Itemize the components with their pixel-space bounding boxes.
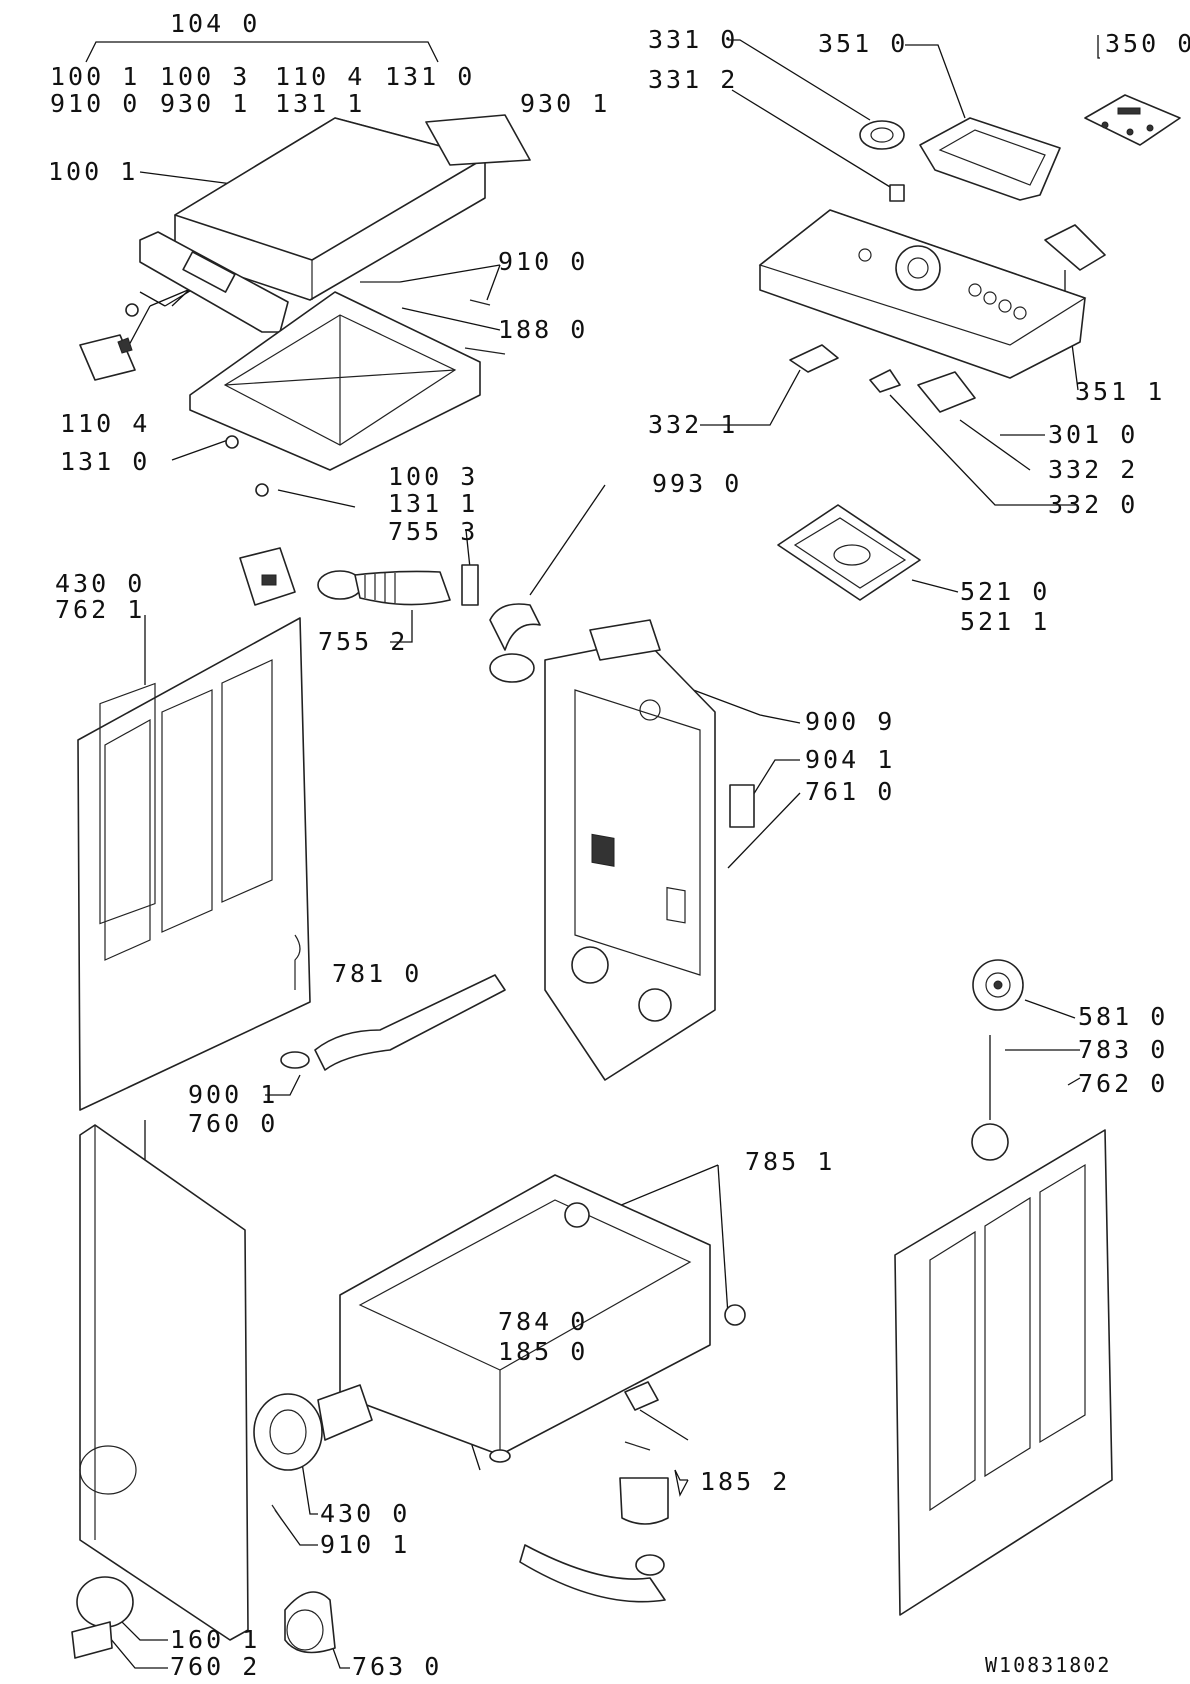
hose-part: [317, 564, 479, 606]
drain-hose-part: [280, 934, 506, 1071]
label-430-0: 430 0: [55, 569, 145, 598]
label-785-1: 785 1: [745, 1147, 835, 1176]
label-781-0: 781 0: [332, 959, 422, 988]
label-331-0: 331 0: [648, 25, 738, 54]
label-910-1: 910 1: [320, 1530, 410, 1559]
side-bracket-part: [1044, 224, 1106, 271]
label-930-1-b: 930 1: [520, 89, 610, 118]
label-763-0: 763 0: [352, 1652, 442, 1681]
figure-id: W10831802: [985, 1653, 1111, 1677]
elbow-part: [489, 603, 541, 683]
label-993-0: 993 0: [652, 469, 742, 498]
label-910-0-b: 910 0: [498, 247, 588, 276]
label-521-0: 521 0: [960, 577, 1050, 606]
label-100-3-b: 100 3: [388, 462, 478, 491]
front-panel: [79, 1124, 249, 1641]
label-783-0: 783 0: [1078, 1035, 1168, 1064]
small-switch-parts: [789, 344, 976, 413]
label-351-1: 351 1: [1075, 377, 1165, 406]
label-185-0: 185 0: [498, 1337, 588, 1366]
label-185-2: 185 2: [700, 1467, 790, 1496]
top-bracket-part: [919, 117, 1061, 201]
foot-parts: [519, 1381, 669, 1603]
label-351-0: 351 0: [818, 29, 908, 58]
label-904-1: 904 1: [805, 745, 895, 774]
label-100-1-b: 100 1: [48, 157, 138, 186]
knob-part: [859, 120, 905, 202]
label-755-3: 755 3: [388, 517, 478, 546]
label-762-0: 762 0: [1078, 1069, 1168, 1098]
label-761-0: 761 0: [805, 777, 895, 806]
top-frame-part: [189, 291, 481, 471]
control-panel-part: [758, 209, 1087, 379]
label-110-4: 110 4: [275, 62, 365, 91]
label-131-1-b: 131 1: [388, 489, 478, 518]
label-104-0: 104 0: [170, 9, 260, 38]
label-430-0-b: 430 0: [320, 1499, 410, 1528]
label-581-0: 581 0: [1078, 1002, 1168, 1031]
pins-part: [360, 281, 506, 355]
label-900-9: 900 9: [805, 707, 895, 736]
left-side-panel: [77, 617, 311, 1111]
part-labels: 104 0 100 1 100 3 110 4 131 0 910 0 930 …: [48, 9, 1190, 1681]
label-188-0: 188 0: [498, 315, 588, 344]
label-160-1: 160 1: [170, 1625, 260, 1654]
label-760-0: 760 0: [188, 1109, 278, 1138]
hinge-parts: [79, 303, 269, 497]
label-100-1: 100 1: [50, 62, 140, 91]
pulley-part: [971, 959, 1024, 1161]
label-755-2: 755 2: [318, 627, 408, 656]
label-131-1: 131 1: [275, 89, 365, 118]
label-301-0: 301 0: [1048, 420, 1138, 449]
label-331-2: 331 2: [648, 65, 738, 94]
label-784-0: 784 0: [498, 1307, 588, 1336]
label-332-1: 332 1: [648, 410, 738, 439]
label-131-0-b: 131 0: [60, 447, 150, 476]
label-332-0: 332 0: [1048, 490, 1138, 519]
label-900-1: 900 1: [188, 1080, 278, 1109]
filter-parts: [71, 1576, 336, 1659]
label-760-2: 760 2: [170, 1652, 260, 1681]
label-521-1: 521 1: [960, 607, 1050, 636]
label-350-0: 350 0: [1105, 29, 1190, 58]
right-side-panel: [894, 1129, 1113, 1616]
label-930-1: 930 1: [160, 89, 250, 118]
label-100-3: 100 3: [160, 62, 250, 91]
bracket-part: [239, 547, 296, 606]
rear-panel-part: [544, 619, 755, 1081]
pump-part: [253, 1384, 373, 1521]
label-131-0: 131 0: [385, 62, 475, 91]
label-762-1: 762 1: [55, 595, 145, 624]
label-110-4-b: 110 4: [60, 409, 150, 438]
label-332-2: 332 2: [1048, 455, 1138, 484]
dispenser-part: [777, 504, 921, 601]
label-910-0: 910 0: [50, 89, 140, 118]
lid-part: [174, 114, 531, 301]
pcb-part: [1084, 94, 1181, 146]
